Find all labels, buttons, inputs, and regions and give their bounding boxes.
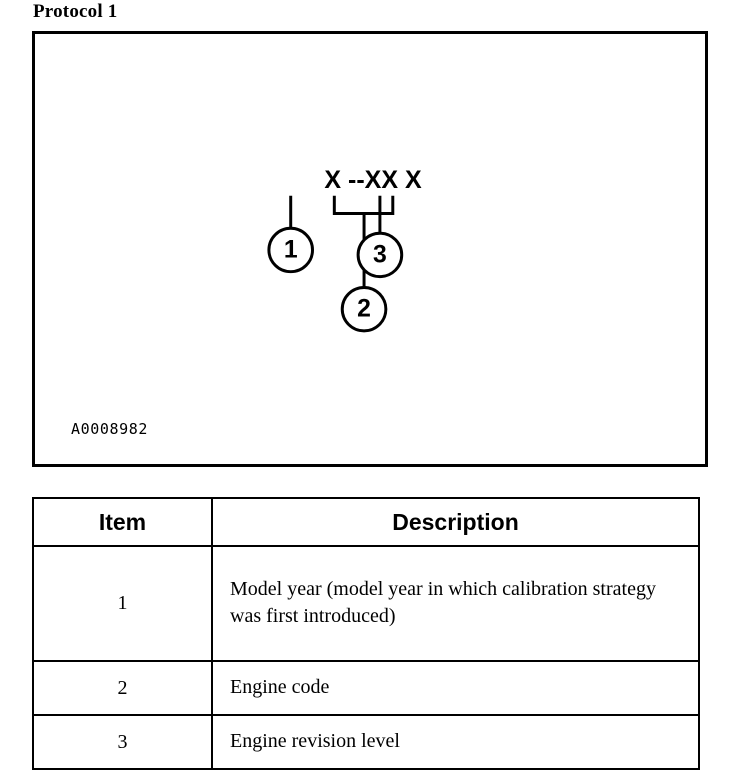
cell-item-number: 2	[32, 660, 213, 716]
bracket-leader-2	[332, 195, 395, 215]
legend-table: Item Description 1 Model year (model yea…	[32, 497, 700, 770]
column-header-item: Item	[32, 497, 213, 547]
cell-item-description: Model year (model year in which calibrat…	[211, 545, 700, 662]
cell-item-description: Engine code	[211, 660, 700, 716]
table-row: 3 Engine revision level	[32, 714, 700, 770]
callout-number-1: 1	[284, 237, 298, 264]
callout-number-2: 2	[357, 296, 371, 323]
page-title: Protocol 1	[33, 1, 118, 22]
table-header-row: Item Description	[32, 497, 700, 547]
column-header-description: Description	[211, 497, 700, 547]
callout-number-3: 3	[373, 241, 387, 268]
table-row: 1 Model year (model year in which calibr…	[32, 545, 700, 662]
callout-circle-3	[356, 231, 404, 279]
vin-calibration-code-string: X --XX X	[324, 166, 422, 194]
table-row: 2 Engine code	[32, 660, 700, 716]
callout-diagram: 1 2 3	[267, 195, 404, 333]
cell-item-number: 1	[32, 545, 213, 662]
illustration-frame: X --XX X 1 2 3 A0008982	[32, 31, 708, 467]
artwork-reference-number: A0008982	[71, 420, 149, 438]
callout-circle-1	[267, 226, 315, 274]
callout-circle-2	[340, 285, 388, 333]
cell-item-description: Engine revision level	[211, 714, 700, 770]
cell-item-number: 3	[32, 714, 213, 770]
